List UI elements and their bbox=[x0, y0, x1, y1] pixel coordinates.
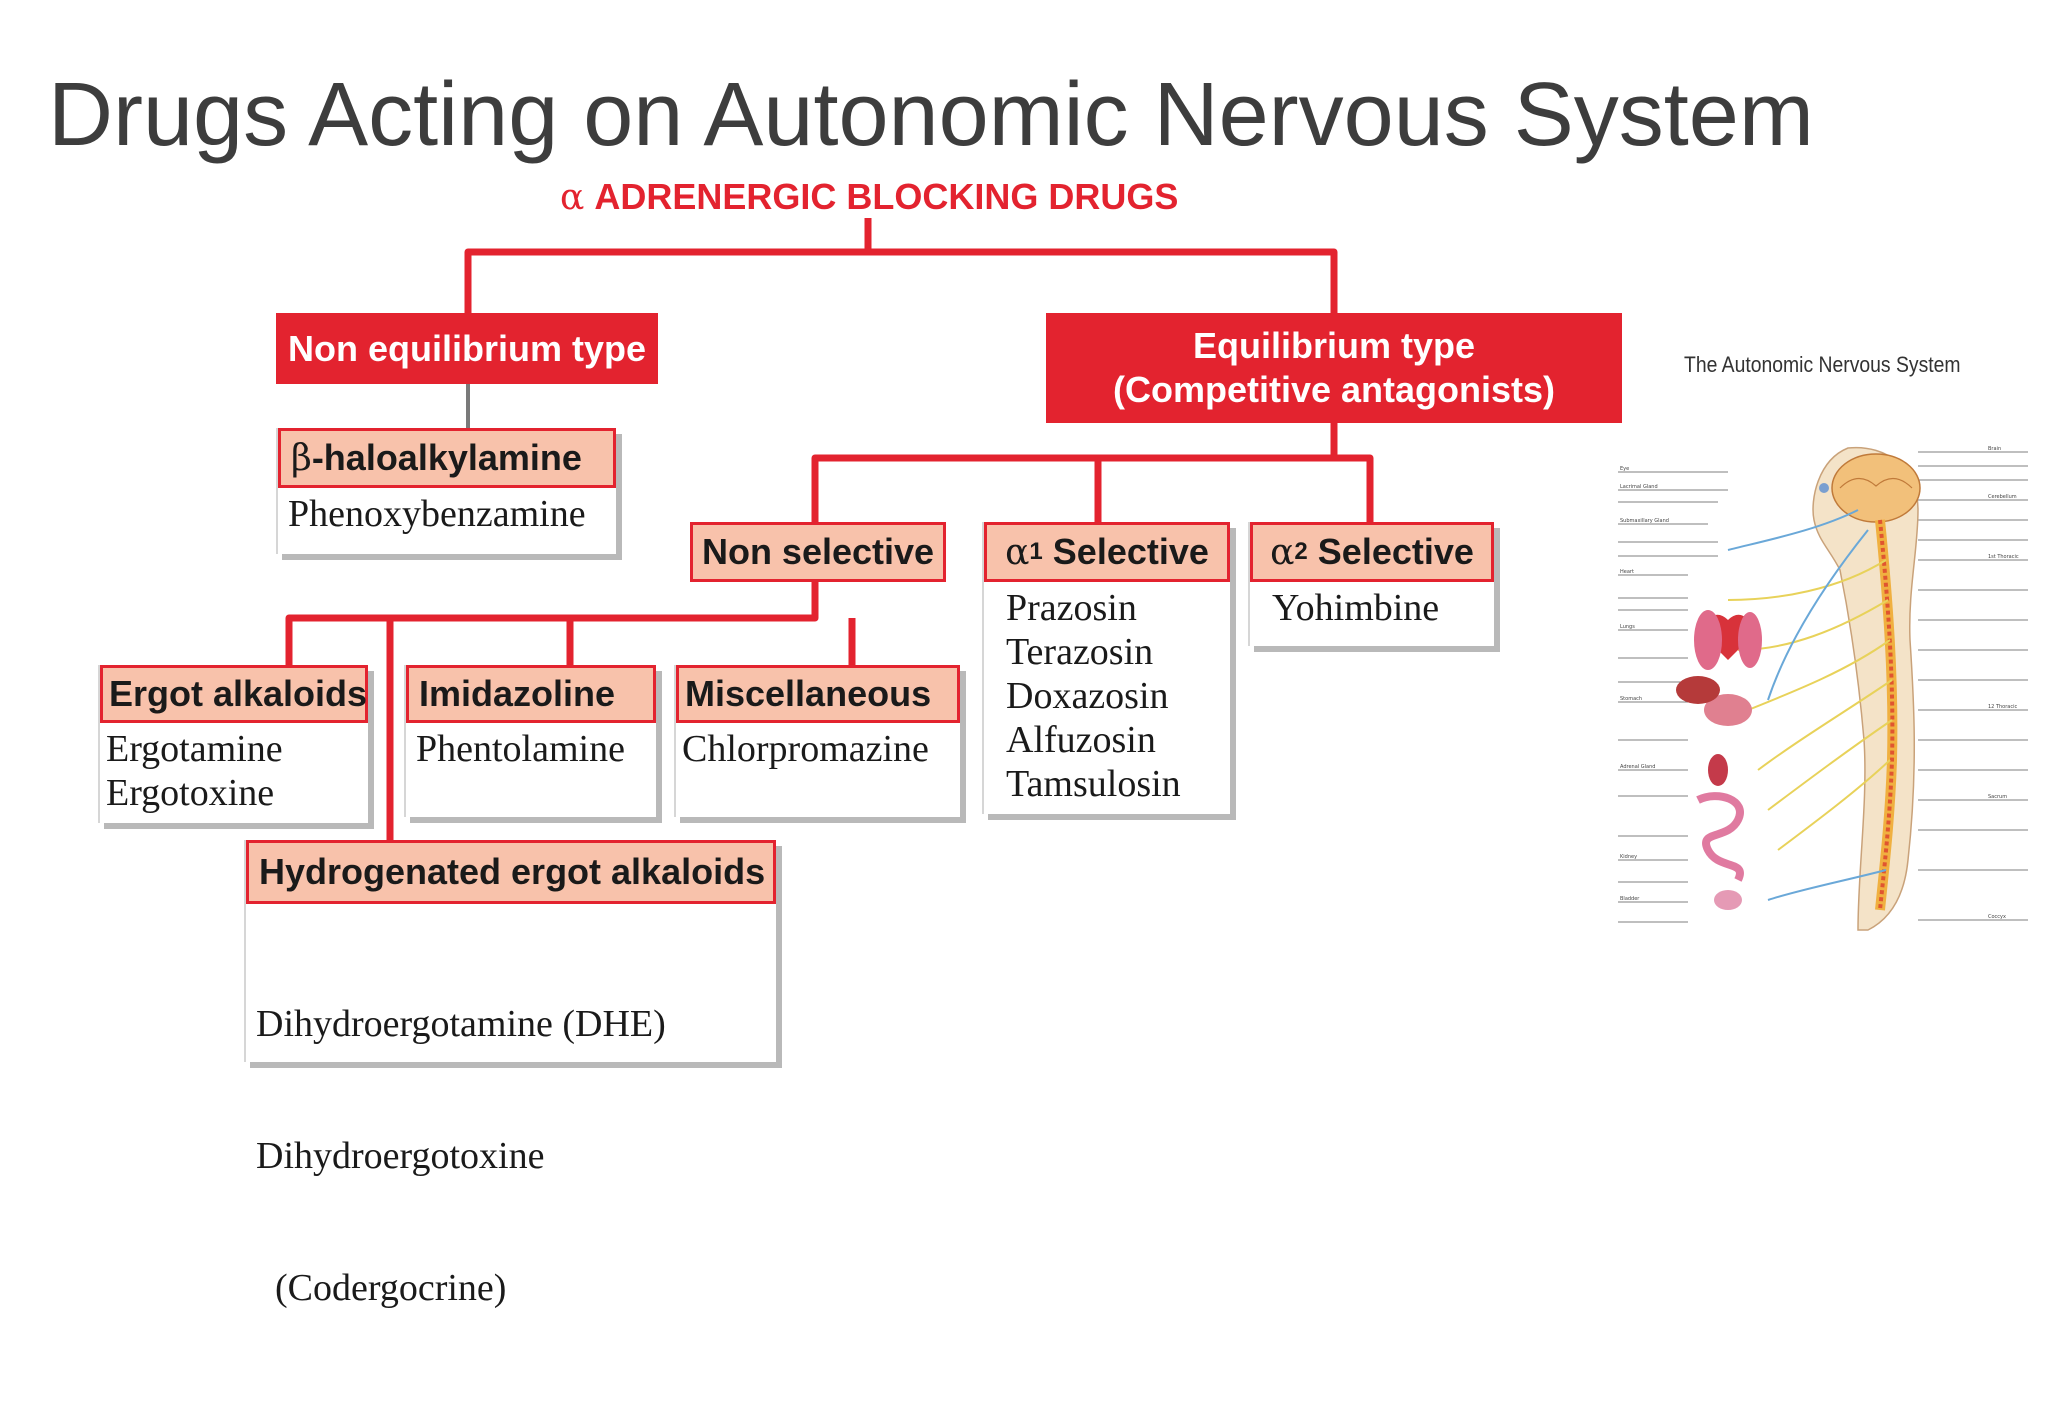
drug-dihydroergotamine: Dihydroergotamine (DHE) bbox=[256, 1003, 666, 1045]
alpha1-drugs: Prazosin Terazosin Doxazosin Alfuzosin T… bbox=[984, 582, 1230, 814]
drug-phentolamine: Phentolamine bbox=[416, 728, 625, 770]
svg-text:12 Thoracic: 12 Thoracic bbox=[1988, 704, 2017, 710]
equilibrium-box: Equilibrium type (Competitive antagonist… bbox=[1046, 313, 1622, 423]
eye bbox=[1819, 483, 1829, 493]
alpha1-label: Selective bbox=[1052, 531, 1209, 572]
svg-text:Stomach: Stomach bbox=[1620, 696, 1642, 702]
svg-text:Lungs: Lungs bbox=[1620, 624, 1635, 630]
intestines bbox=[1696, 792, 1744, 882]
equilibrium-line1: Equilibrium type bbox=[1192, 325, 1476, 366]
miscellaneous-card: Miscellaneous Chlorpromazine bbox=[674, 665, 960, 817]
alpha2-label: Selective bbox=[1317, 531, 1474, 572]
imidazoline-drugs: Phentolamine bbox=[406, 723, 656, 779]
drug-doxazosin: Doxazosin bbox=[1006, 675, 1169, 717]
alpha-symbol: α bbox=[560, 177, 585, 218]
alpha1-subscript: 1 bbox=[1029, 538, 1043, 565]
svg-text:Eye: Eye bbox=[1620, 466, 1629, 472]
haloalkylamine-card: β-haloalkylamine Phenoxybenzamine bbox=[276, 428, 616, 554]
svg-text:Heart: Heart bbox=[1620, 569, 1634, 575]
haloalkylamine-drugs: Phenoxybenzamine bbox=[278, 488, 616, 544]
drug-alfuzosin: Alfuzosin bbox=[1006, 719, 1156, 761]
svg-text:Kidney: Kidney bbox=[1620, 854, 1637, 860]
diagram-title-text: ADRENERGIC BLOCKING DRUGS bbox=[594, 176, 1179, 217]
ergot-alkaloids-card: Ergot alkaloids Ergotamine Ergotoxine bbox=[98, 665, 368, 823]
miscellaneous-drugs: Chlorpromazine bbox=[676, 723, 960, 779]
lungs bbox=[1694, 610, 1722, 670]
svg-text:1st Thoracic: 1st Thoracic bbox=[1988, 554, 2019, 560]
connector-nonsel-bar bbox=[285, 580, 856, 842]
drug-prazosin: Prazosin bbox=[1006, 587, 1137, 629]
svg-text:Brain: Brain bbox=[1988, 446, 2001, 452]
hydrogenated-ergot-label: Hydrogenated ergot alkaloids bbox=[259, 851, 766, 892]
liver bbox=[1676, 676, 1720, 704]
imidazoline-card: Imidazoline Phentolamine bbox=[404, 665, 656, 817]
drug-codergocrine: (Codergocrine) bbox=[256, 1267, 507, 1309]
imidazoline-label: Imidazoline bbox=[419, 673, 616, 714]
ergot-alkaloids-header: Ergot alkaloids bbox=[100, 665, 368, 723]
autonomic-nervous-system-illustration: Eye Lacrimal Gland Submaxillary Gland He… bbox=[1618, 446, 2028, 931]
diagram-title: α ADRENERGIC BLOCKING DRUGS bbox=[560, 176, 1178, 218]
non-equilibrium-label: Non equilibrium type bbox=[287, 327, 646, 369]
bladder bbox=[1714, 890, 1742, 910]
illustration-title: The Autonomic Nervous System bbox=[1684, 352, 1961, 377]
alpha1-symbol: α bbox=[1005, 531, 1030, 573]
connector-eq-bar bbox=[811, 420, 1374, 522]
svg-text:Cerebellum: Cerebellum bbox=[1988, 494, 2017, 500]
miscellaneous-label: Miscellaneous bbox=[685, 673, 932, 714]
drug-tamsulosin: Tamsulosin bbox=[1006, 763, 1181, 805]
connector-top-bar bbox=[464, 248, 1338, 315]
svg-text:Submaxillary Gland: Submaxillary Gland bbox=[1620, 518, 1669, 524]
ergot-alkaloids-label: Ergot alkaloids bbox=[109, 673, 368, 714]
alpha2-drugs: Yohimbine bbox=[1250, 582, 1494, 638]
hydrogenated-ergot-card: Hydrogenated ergot alkaloids Dihydroergo… bbox=[244, 840, 776, 1309]
non-selective-card: Non selective bbox=[690, 522, 946, 582]
drug-ergotamine: Ergotamine bbox=[106, 728, 283, 770]
brain bbox=[1831, 453, 1921, 523]
svg-text:Coccyx: Coccyx bbox=[1988, 914, 2006, 920]
svg-text:Sacrum: Sacrum bbox=[1988, 794, 2007, 800]
non-selective-label: Non selective bbox=[701, 531, 935, 572]
haloalkylamine-header: β-haloalkylamine bbox=[278, 428, 616, 488]
drug-terazosin: Terazosin bbox=[1006, 631, 1154, 673]
non-selective-header: Non selective bbox=[690, 522, 946, 582]
tree-connectors bbox=[285, 218, 1374, 842]
drug-chlorpromazine: Chlorpromazine bbox=[682, 728, 929, 770]
stomach bbox=[1704, 694, 1752, 726]
drug-phenoxybenzamine: Phenoxybenzamine bbox=[288, 493, 586, 535]
miscellaneous-header: Miscellaneous bbox=[676, 665, 960, 723]
haloalkylamine-label: -haloalkylamine bbox=[311, 437, 582, 478]
drug-yohimbine: Yohimbine bbox=[1272, 587, 1440, 629]
hydrogenated-ergot-drugs: Dihydroergotamine (DHE) Dihydroergotoxin… bbox=[246, 904, 776, 1406]
slide-title: Drugs Acting on Autonomic Nervous System bbox=[48, 65, 1814, 165]
alpha2-subscript: 2 bbox=[1294, 538, 1308, 565]
svg-text:Bladder: Bladder bbox=[1620, 896, 1640, 902]
kidney bbox=[1708, 754, 1728, 786]
ergot-alkaloids-drugs: Ergotamine Ergotoxine bbox=[100, 723, 368, 823]
imidazoline-header: Imidazoline bbox=[406, 665, 656, 723]
beta-symbol: β bbox=[291, 437, 312, 479]
drug-dihydroergotoxine: Dihydroergotoxine bbox=[256, 1135, 545, 1177]
alpha2-symbol: α bbox=[1270, 531, 1295, 573]
hydrogenated-ergot-header: Hydrogenated ergot alkaloids bbox=[246, 840, 776, 904]
svg-text:Adrenal Gland: Adrenal Gland bbox=[1620, 764, 1655, 770]
drug-ergotoxine: Ergotoxine bbox=[106, 772, 275, 814]
svg-text:Lacrimal Gland: Lacrimal Gland bbox=[1620, 484, 1658, 490]
non-equilibrium-box: Non equilibrium type bbox=[276, 313, 658, 384]
equilibrium-line2: (Competitive antagonists) bbox=[1112, 369, 1556, 410]
